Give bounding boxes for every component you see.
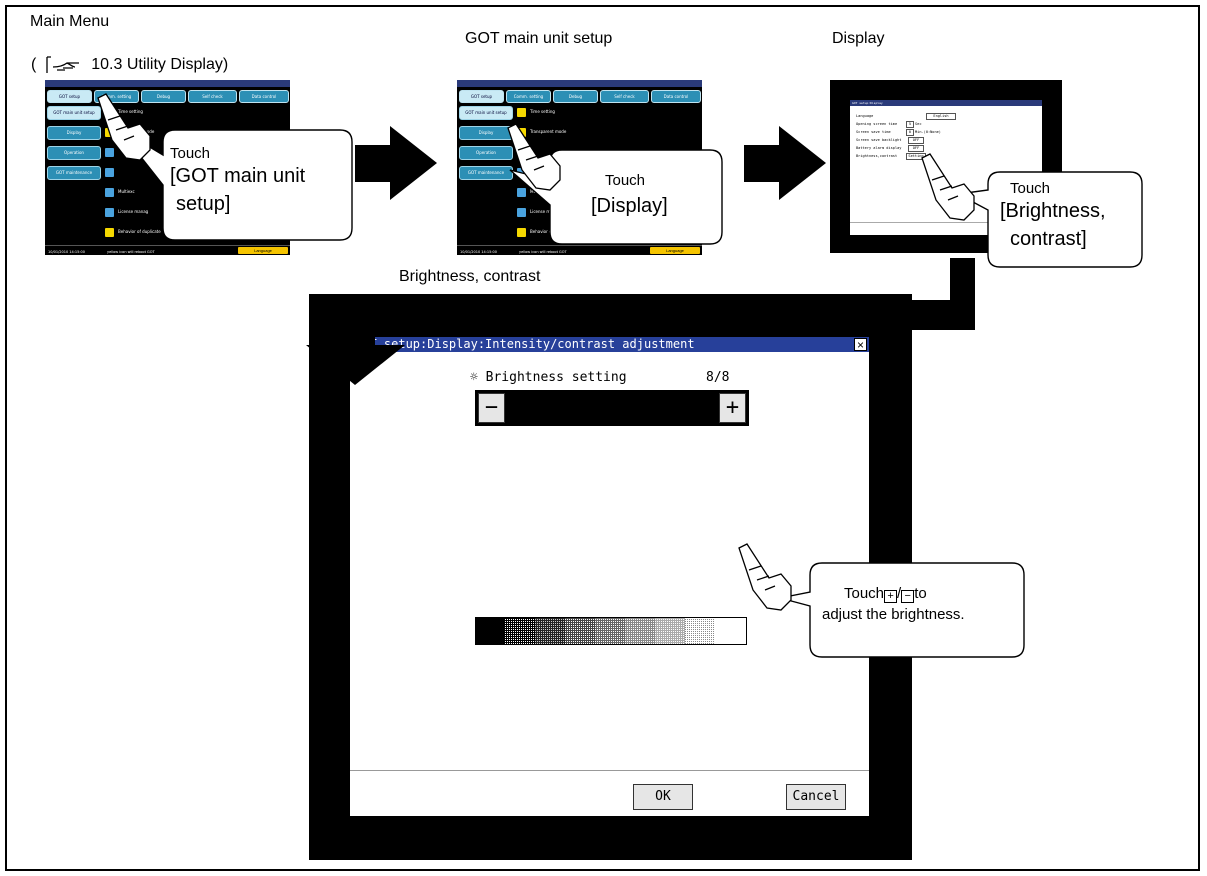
callout-3-line3: contrast]: [1010, 228, 1087, 250]
brightness-level-fill: [505, 390, 719, 426]
brightness-value: 8/8: [706, 370, 730, 385]
display-opening-time-value[interactable]: 5: [906, 121, 914, 128]
mini-tab-debug[interactable]: Debug: [553, 90, 598, 103]
hand-icon: [97, 93, 151, 161]
callout-4-line1: Touch+/−to: [844, 585, 927, 603]
hand-icon: [921, 153, 975, 221]
display-row-label: Opening screen time: [856, 122, 898, 126]
step-title-main-menu: Main Menu: [30, 13, 110, 30]
display-row-label: Screen save time: [856, 130, 891, 134]
reference-hand-icon: [46, 56, 79, 73]
callout-2-line2: [Display]: [591, 195, 668, 217]
mini-row[interactable]: [105, 146, 225, 158]
step-title-brightness-contrast: Brightness, contrast: [399, 268, 541, 285]
mini-status-date: 10/01/2010 14:15:00: [48, 250, 86, 254]
mini-status-message: yellow icon will reboot GOT: [519, 250, 567, 254]
display-divider: [850, 222, 1042, 223]
mini-language-button[interactable]: Language: [650, 247, 700, 254]
ref-text: 10.3 Utility Display): [91, 56, 229, 74]
mini-row[interactable]: Behavior of duplicate: [105, 226, 225, 238]
mini-side-got-main-unit-setup[interactable]: GOT main unit setup: [47, 106, 101, 120]
brightness-plus-button[interactable]: +: [719, 393, 746, 423]
mini-side-operation[interactable]: Operation: [459, 146, 513, 160]
callout-2-line1: Touch: [605, 172, 646, 189]
mini-side-got-main-unit-setup[interactable]: GOT main unit setup: [459, 106, 513, 120]
mini-status-bar: [457, 245, 702, 255]
display-row-unit: Sec: [915, 122, 922, 126]
mini-row[interactable]: License manag: [105, 206, 225, 218]
step-title-display: Display: [832, 30, 885, 47]
mini-side-display[interactable]: Display: [47, 126, 101, 140]
mini-side-got-maintenance[interactable]: GOT maintenance: [459, 166, 513, 180]
close-icon[interactable]: ×: [854, 338, 867, 352]
display-backlight-value[interactable]: OFF: [908, 137, 924, 144]
brightness-setting-label: ☼ Brightness setting: [470, 370, 627, 385]
mini-row[interactable]: Multiexc: [105, 186, 225, 198]
mini-tab-data-control[interactable]: Data control: [651, 90, 701, 103]
callout-3-line2: [Brightness,: [1000, 200, 1106, 222]
step-title-got-main-unit-setup: GOT main unit setup: [465, 30, 613, 47]
mini-tab-data-control[interactable]: Data control: [239, 90, 289, 103]
grayscale-bar: [475, 617, 747, 645]
mini-status-message: yellow icon will reboot GOT: [107, 250, 155, 254]
mini-tab-self-check[interactable]: Self check: [188, 90, 237, 103]
display-row-label: Brightness,contrast: [856, 154, 898, 158]
mini-tab-got-setup[interactable]: GOT setup: [459, 90, 504, 103]
mini-row[interactable]: License manag: [517, 206, 637, 218]
display-row-unit: Min.(0:None): [915, 130, 941, 134]
mini-language-button[interactable]: Language: [238, 247, 288, 254]
flow-arrow-1: [355, 126, 437, 200]
callout-1-line2: [GOT main unit: [170, 165, 306, 187]
cancel-button[interactable]: Cancel: [786, 784, 846, 810]
ok-button[interactable]: OK: [633, 784, 693, 810]
mini-title-bar: [45, 80, 290, 87]
minus-box-icon: −: [901, 590, 915, 603]
mini-side-got-maintenance[interactable]: GOT maintenance: [47, 166, 101, 180]
brightness-slider[interactable]: [475, 390, 749, 426]
display-mini-title: GOT setup:Display: [850, 100, 1042, 106]
callout-bubble-1: [117, 127, 353, 241]
callout-1-line3: setup]: [176, 193, 231, 215]
callout-bubble-3: [955, 171, 1143, 268]
brightness-title-bar: GOT setup:Display:Intensity/contrast adj…: [350, 337, 869, 352]
display-row-label: Screen save backlight: [856, 138, 902, 142]
display-row-label: Battery alarm display: [856, 146, 902, 150]
flow-arrow-3: [306, 258, 975, 385]
mini-tab-self-check[interactable]: Self check: [600, 90, 649, 103]
mini-tab-got-setup[interactable]: GOT setup: [47, 90, 92, 103]
manual-reference: ( 10.3 Utility Display): [31, 55, 228, 75]
display-screen-save-value[interactable]: 0: [906, 129, 914, 136]
callout-1-line1: Touch: [170, 145, 211, 162]
dialog-divider: [350, 770, 869, 771]
ref-open-paren: (: [31, 56, 37, 74]
hand-icon: [738, 543, 792, 611]
mini-row[interactable]: [105, 166, 225, 178]
hand-icon: [507, 123, 561, 191]
plus-box-icon: +: [884, 590, 898, 603]
flow-arrow-2: [744, 126, 826, 200]
mini-status-bar: [45, 245, 290, 255]
mini-row[interactable]: Time setting: [517, 106, 637, 118]
mini-status-date: 10/01/2010 14:15:00: [460, 250, 498, 254]
mini-side-operation[interactable]: Operation: [47, 146, 101, 160]
figure-frame: [5, 5, 1200, 871]
mini-tab-debug[interactable]: Debug: [141, 90, 186, 103]
sun-icon: ☼: [470, 370, 478, 385]
callout-4-line2: adjust the brightness.: [822, 606, 965, 623]
mini-title-bar: [457, 80, 702, 87]
mini-tab-comm-setting[interactable]: Comm. setting: [506, 90, 551, 103]
callout-3-line1: Touch: [1010, 180, 1051, 197]
callout-bubble-4: [779, 562, 1025, 658]
display-battery-value[interactable]: OFF: [908, 145, 924, 152]
brightness-minus-button[interactable]: −: [478, 393, 505, 423]
display-row-label: Language: [856, 114, 874, 118]
mini-row[interactable]: [517, 166, 637, 178]
brightness-setting-text: Brightness setting: [485, 370, 627, 385]
display-language-value[interactable]: English: [926, 113, 956, 120]
